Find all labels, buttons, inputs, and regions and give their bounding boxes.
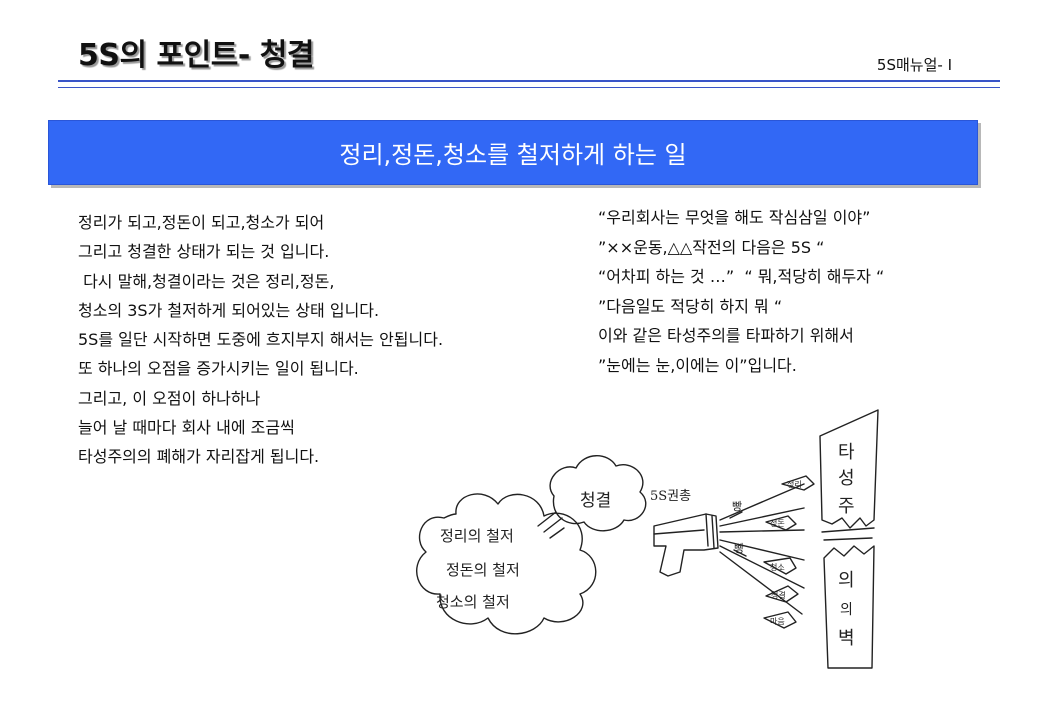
wall-top-char: 성 [838, 468, 855, 489]
left-paragraph: 정리가 되고,정돈이 되고,청소가 되어 그리고 청결한 상태가 되는 것 입니… [78, 208, 443, 472]
wall-top [819, 409, 879, 529]
bullet [765, 515, 797, 531]
gun-drawing [653, 513, 719, 577]
wall-top-char: 주 [838, 496, 855, 517]
header-divider [58, 80, 1000, 82]
speech-bubble [549, 455, 647, 532]
paragraph-line: 그리고, 이 오점이 하나하나 [78, 388, 261, 408]
bullet-label: 마음 [770, 617, 785, 626]
quote-line: “어차피 하는 것 …” “ 뭐,적당히 해두자 “ [598, 267, 885, 286]
wall-top-char: 타 [838, 442, 855, 463]
bullet [781, 475, 815, 491]
quote-line: ”××운동,△△작전의 다음은 5S “ [598, 237, 825, 257]
bullet [765, 585, 799, 603]
bullet [763, 611, 797, 629]
thought-cloud [416, 493, 597, 635]
bang-text: 빵 [732, 500, 742, 513]
header-divider-thin [58, 87, 1000, 88]
paragraph-line: 5S를 일단 시작하면 도중에 흐지부지 해서는 안됩니다. [78, 330, 444, 350]
quote-line: ”다음일도 적당히 하지 뭐 “ [598, 296, 783, 316]
cloud-line: 정리의 철저 [440, 527, 514, 545]
paragraph-line: 정리가 되고,정돈이 되고,청소가 되어 [78, 213, 325, 232]
page-title: 5S의 포인트- 청결 [78, 38, 314, 73]
right-paragraph: “우리회사는 무엇을 해도 작심삼일 이야” ”××운동,△△작전의 다음은 5… [598, 203, 884, 380]
wall-bottom-char: 의 [840, 602, 853, 618]
quote-line: “우리회사는 무엇을 해도 작심삼일 이야” [598, 208, 871, 227]
cloud-line: 청소의 철저 [436, 593, 510, 611]
bullet-label: 정돈 [770, 518, 785, 528]
wall-bottom-char: 벽 [838, 628, 855, 649]
cloud-line: 정돈의 철저 [446, 561, 520, 579]
bullet [763, 557, 797, 575]
bullet-label: 청결 [771, 590, 786, 600]
paragraph-line: 청소의 3S가 철저하게 되어있는 상태 입니다. [78, 300, 380, 320]
paragraph-line: 다시 말해,청결이라는 것은 정리,정돈, [78, 271, 335, 291]
section-banner: 정리,정돈,청소를 철저하게 하는 일 [48, 120, 978, 185]
quote-line: 이와 같은 타성주의를 타파하기 위해서 [598, 326, 854, 345]
gun-label: 5S권총 [650, 489, 691, 504]
paragraph-line: 그리고 청결한 상태가 되는 것 입니다. [78, 242, 330, 262]
bubble-text: 청결 [580, 491, 611, 511]
bang-text: 빵 [734, 542, 744, 555]
hand-drawn-illustration: 정리의 철저 정돈의 철저 청소의 철저 청결 5S권총 빵 빵 정리 정돈 청… [416, 409, 879, 669]
paragraph-line: 또 하나의 오점을 증가시키는 일이 됩니다. [78, 359, 359, 379]
bullet-label: 정리 [787, 479, 802, 489]
manual-label: 5S매뉴얼- Ⅰ [876, 56, 952, 74]
wall-bottom-char: 의 [838, 570, 855, 591]
quote-line: ”눈에는 눈,이에는 이”입니다. [598, 355, 797, 375]
wall-bottom [823, 545, 875, 669]
paragraph-line: 늘어 날 때마다 회사 내에 조금씩 [78, 418, 295, 438]
paragraph-line: 타성주의의 폐해가 자리잡게 됩니다. [78, 447, 320, 467]
bullet-label: 청소 [770, 563, 785, 572]
banner-text: 정리,정돈,청소를 철저하게 하는 일 [339, 141, 687, 169]
